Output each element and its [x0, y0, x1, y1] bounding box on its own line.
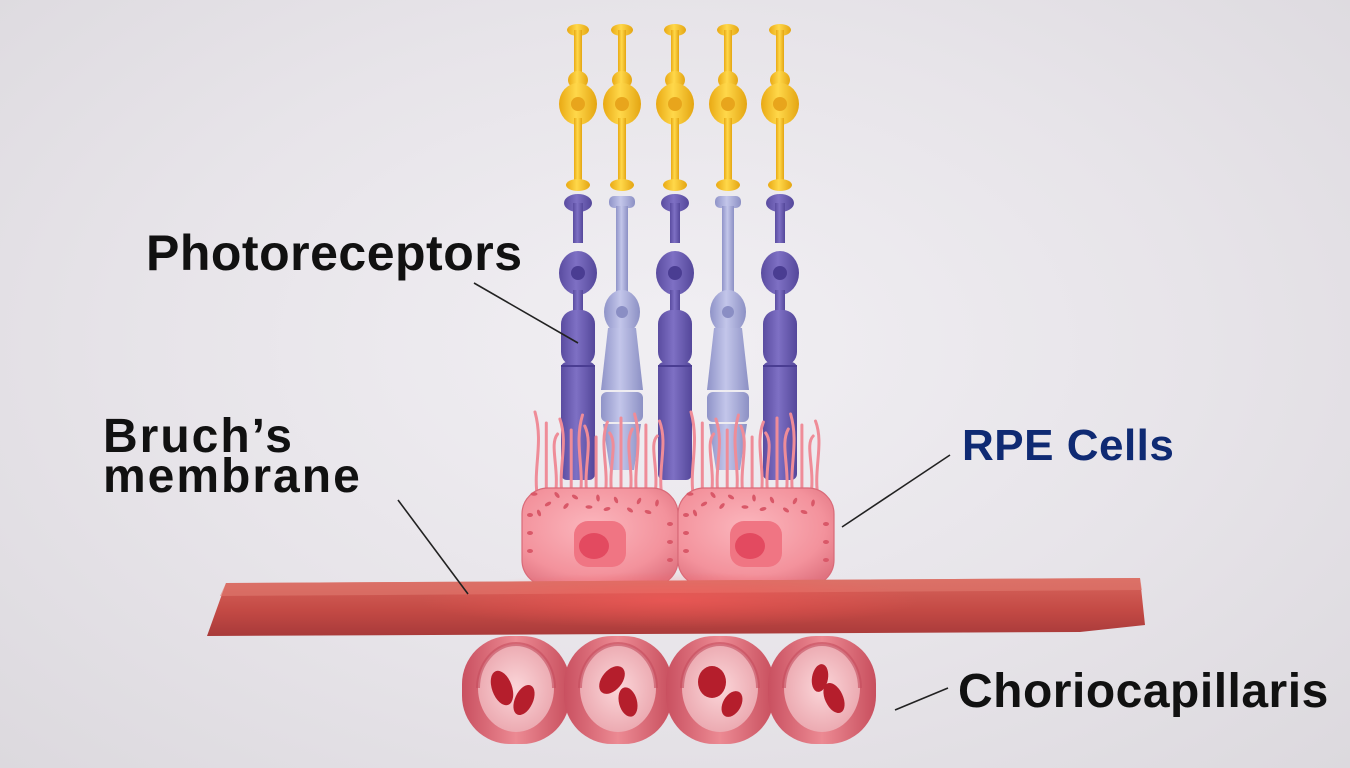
red-blood-cell — [513, 685, 535, 715]
red-blood-cell — [721, 691, 743, 717]
rpe-cell — [521, 410, 679, 587]
photoreceptors-label: Photoreceptors — [146, 225, 523, 281]
rpe-cells-label: RPE Cells — [962, 421, 1175, 470]
choriocapillaris-label: Choriocapillaris — [958, 665, 1329, 718]
bruchs-membrane — [207, 572, 1145, 636]
photoreceptor-cone — [601, 24, 643, 470]
choriocapillary — [462, 636, 570, 744]
red-blood-cell — [823, 683, 845, 713]
bruchs-membrane-leader-line — [397, 499, 469, 595]
red-blood-cell — [698, 666, 726, 698]
choriocapillaris-leader-line — [894, 687, 949, 711]
red-blood-cell — [490, 670, 514, 706]
photoreceptor-cone — [707, 24, 749, 470]
red-blood-cell — [599, 666, 625, 694]
photoreceptor-rod — [656, 24, 694, 480]
photoreceptor-rod — [761, 24, 799, 480]
choriocapillary — [564, 636, 672, 744]
red-blood-cell — [618, 687, 638, 717]
rpe-cell — [677, 410, 835, 587]
photoreceptors-leader-line — [473, 282, 579, 344]
choriocapillary — [666, 636, 774, 744]
bruchs-membrane-label-line2: membrane — [103, 450, 362, 503]
choriocapillary — [768, 636, 876, 744]
rpe-cells-leader-line — [841, 454, 951, 528]
bruchs-membrane-label: Bruch’s membrane — [103, 410, 362, 503]
red-blood-cell — [811, 664, 829, 692]
photoreceptor-rod — [559, 24, 597, 480]
bruchs-membrane-label-line1: Bruch’s — [103, 410, 294, 463]
